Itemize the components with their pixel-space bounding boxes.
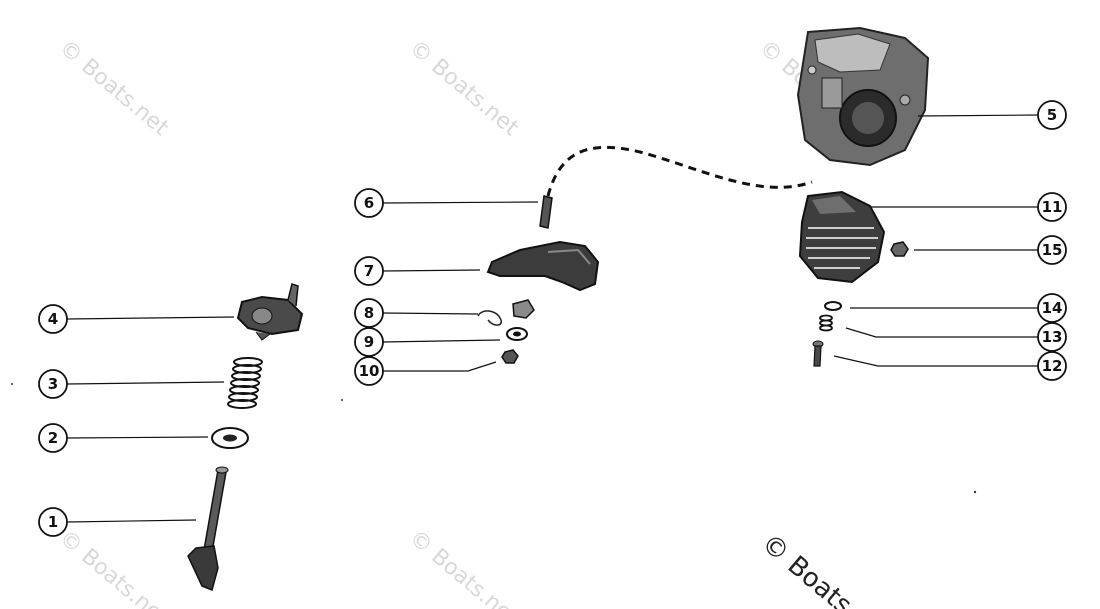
part-washer-2 bbox=[211, 427, 249, 449]
callout-9: 9 bbox=[354, 327, 384, 357]
callouts: 1 2 3 4 5 6 7 8 bbox=[38, 100, 1067, 537]
callout-6: 6 bbox=[354, 188, 384, 218]
part-shaft bbox=[187, 466, 229, 592]
part-carburetor-body bbox=[796, 26, 930, 167]
callout-10: 10 bbox=[354, 356, 384, 386]
callout-label: 3 bbox=[48, 375, 58, 393]
callout-13: 13 bbox=[1037, 322, 1067, 352]
part-spring bbox=[227, 357, 263, 409]
callout-2: 2 bbox=[38, 423, 68, 453]
part-bracket bbox=[236, 283, 304, 341]
part-clip bbox=[477, 299, 535, 326]
callout-3: 3 bbox=[38, 369, 68, 399]
callout-label: 12 bbox=[1042, 357, 1063, 375]
callout-label: 8 bbox=[364, 304, 374, 322]
part-cover bbox=[798, 190, 886, 284]
callout-label: 9 bbox=[364, 333, 374, 351]
callout-label: 14 bbox=[1042, 299, 1063, 317]
callout-label: 7 bbox=[364, 262, 374, 280]
callout-15: 15 bbox=[1037, 235, 1067, 265]
callout-5: 5 bbox=[1037, 100, 1067, 130]
part-nut-10 bbox=[501, 349, 519, 364]
linkage-dashed-line bbox=[546, 145, 813, 197]
watermark-text: © Boats.net bbox=[54, 525, 173, 609]
callout-label: 10 bbox=[359, 362, 380, 380]
part-pin bbox=[539, 195, 553, 229]
part-nut-15 bbox=[890, 241, 909, 257]
callout-label: 11 bbox=[1042, 198, 1063, 216]
callout-label: 2 bbox=[48, 429, 58, 447]
callout-label: 1 bbox=[48, 513, 58, 531]
watermark-text: © Boats.net bbox=[54, 35, 173, 141]
callout-label: 5 bbox=[1047, 106, 1057, 124]
callout-label: 4 bbox=[48, 310, 58, 328]
copyright-text: © Boats.n bbox=[756, 528, 877, 609]
scan-specks bbox=[11, 383, 977, 494]
callout-14: 14 bbox=[1037, 293, 1067, 323]
callout-label: 13 bbox=[1042, 328, 1063, 346]
part-cam-lever bbox=[486, 240, 600, 292]
watermark-text: © Boats.net bbox=[404, 35, 523, 141]
callout-label: 6 bbox=[364, 194, 374, 212]
callout-label: 15 bbox=[1042, 241, 1063, 259]
watermark-text: © Boats.net bbox=[404, 525, 523, 609]
callout-1: 1 bbox=[38, 507, 68, 537]
callout-7: 7 bbox=[354, 256, 384, 286]
part-washer-9 bbox=[506, 327, 528, 341]
part-spring-13 bbox=[819, 314, 833, 332]
part-screw bbox=[812, 340, 824, 367]
callout-12: 12 bbox=[1037, 351, 1067, 381]
leader-lines bbox=[66, 114, 1039, 523]
watermarks: © Boats.net © Boats.net © Boats.net © Bo… bbox=[54, 35, 873, 609]
callout-11: 11 bbox=[1037, 192, 1067, 222]
callout-4: 4 bbox=[38, 304, 68, 334]
part-washer-14 bbox=[824, 301, 842, 311]
callout-8: 8 bbox=[354, 298, 384, 328]
